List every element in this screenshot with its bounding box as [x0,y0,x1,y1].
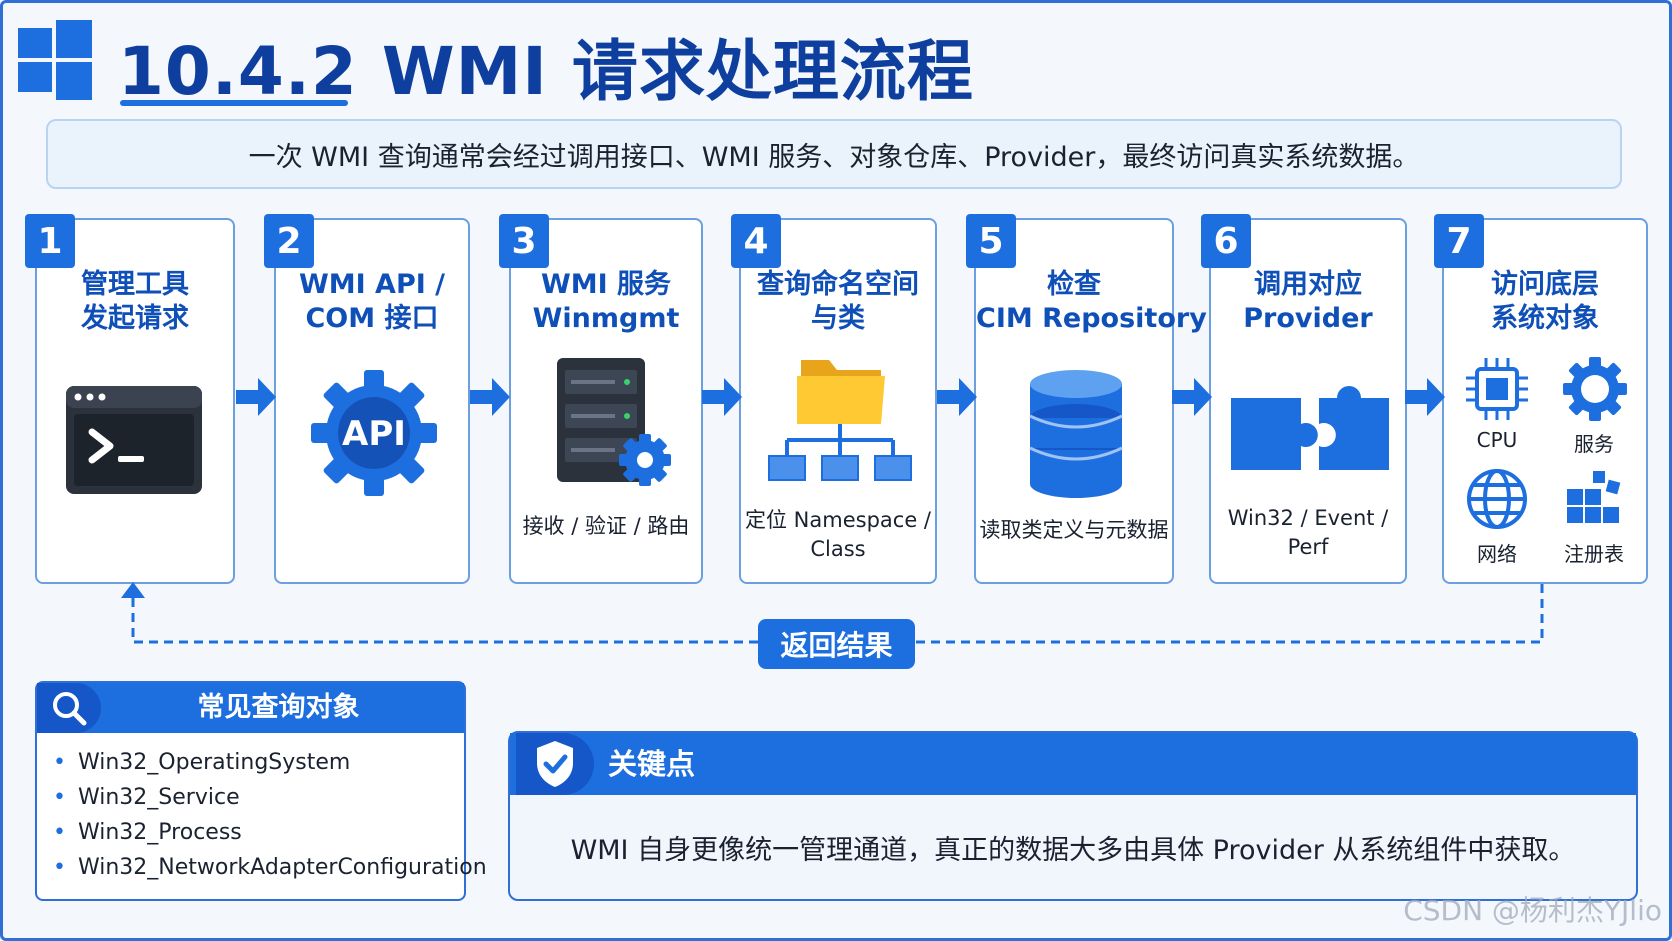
return-result-label: 返回结果 [758,619,915,669]
object-label-registry: 注册表 [1564,542,1624,566]
step-card-2: WMI API / COM 接口 API [274,218,470,584]
globe-icon [1467,469,1527,529]
folder-tree-icon [768,360,912,481]
summary-banner: 一次 WMI 查询通常会经过调用接口、WMI 服务、对象仓库、Provider，… [46,119,1622,189]
step-title: WMI API / COM 接口 [298,269,446,334]
key-point-title: 关键点 [608,747,696,781]
common-objects-title: 常见查询对象 [197,692,360,723]
common-objects-header: 常见查询对象 [37,683,464,733]
step-badge-3: 3 [499,214,549,268]
key-point-header: 关键点 [510,733,1636,795]
step-caption: Win32 / Event / Perf [1227,506,1389,559]
arrow-right-icon [702,378,742,416]
step-card-1: 管理工具 发起请求 [35,218,235,584]
list-item: Win32_NetworkAdapterConfiguration [53,850,487,885]
arrow-right-icon [236,378,276,416]
step-title: 查询命名空间 与类 [757,269,919,334]
shield-check-icon [516,733,594,795]
page-title: 10.4.2 WMI 请求处理流程 [118,33,974,110]
object-label-service: 服务 [1574,432,1614,456]
list-item: Win32_Service [53,780,464,815]
api-gear-icon: API [311,370,437,496]
puzzle-icon [1231,386,1389,470]
step-title: 检查 CIM Repository [976,269,1207,334]
step-badge-7: 7 [1434,214,1484,268]
step-card-5: 检查 CIM Repository 读取类定义与元数据 [974,218,1207,584]
step-card-7: 访问底层 系统对象 CPU 服务 [1442,218,1648,584]
step-badge-4: 4 [731,214,781,268]
object-label-cpu: CPU [1476,428,1518,452]
server-gear-icon [557,358,671,486]
registry-blocks-icon [1565,469,1623,525]
step-card-6: 调用对应 Provider Win32 / Event / Perf [1209,218,1407,584]
step-title: 访问底层 系统对象 [1491,269,1599,334]
title-underline [120,100,348,106]
search-icon [37,683,101,733]
step-title: 管理工具 发起请求 [81,269,189,334]
common-objects-panel: 常见查询对象 Win32_OperatingSystem Win32_Servi… [35,681,487,901]
arrow-right-icon [1405,378,1445,416]
list-item: Win32_OperatingSystem [53,745,464,780]
step-badge-6: 6 [1201,214,1251,268]
cpu-icon [1466,358,1528,420]
watermark: CSDN @杨利杰YJlio [1403,894,1662,927]
step-title: WMI 服务 Winmgmt [532,269,680,334]
object-label-network: 网络 [1477,542,1517,566]
step-card-3: WMI 服务 Winmgmt 接收 / 验证 / 路由 [509,218,703,584]
step-caption: 定位 Namespace / Class [745,508,931,561]
step-card-4: 查询命名空间 与类 定位 Namespace / Class [739,218,937,584]
gear-icon [1563,357,1627,421]
windows-logo-icon [18,20,92,100]
key-point-text: WMI 自身更像统一管理通道，真正的数据大多由具体 Provider 从系统组件… [570,834,1576,866]
step-title: 调用对应 Provider [1243,269,1373,334]
step-badge-5: 5 [966,214,1016,268]
svg-text:API: API [342,414,406,454]
database-icon [1029,370,1123,498]
arrow-right-icon [937,378,977,416]
common-objects-list: Win32_OperatingSystem Win32_Service Win3… [37,733,487,885]
key-point-panel: 关键点 WMI 自身更像统一管理通道，真正的数据大多由具体 Provider 从… [508,731,1638,901]
step-caption: 读取类定义与元数据 [979,518,1169,542]
step-caption: 接收 / 验证 / 路由 [522,514,690,538]
step-badge-2: 2 [264,214,314,268]
list-item: Win32_Process [53,815,464,850]
arrow-right-icon [1172,378,1212,416]
step-badge-1: 1 [25,214,75,268]
arrow-right-icon [470,378,510,416]
terminal-icon [66,386,202,494]
